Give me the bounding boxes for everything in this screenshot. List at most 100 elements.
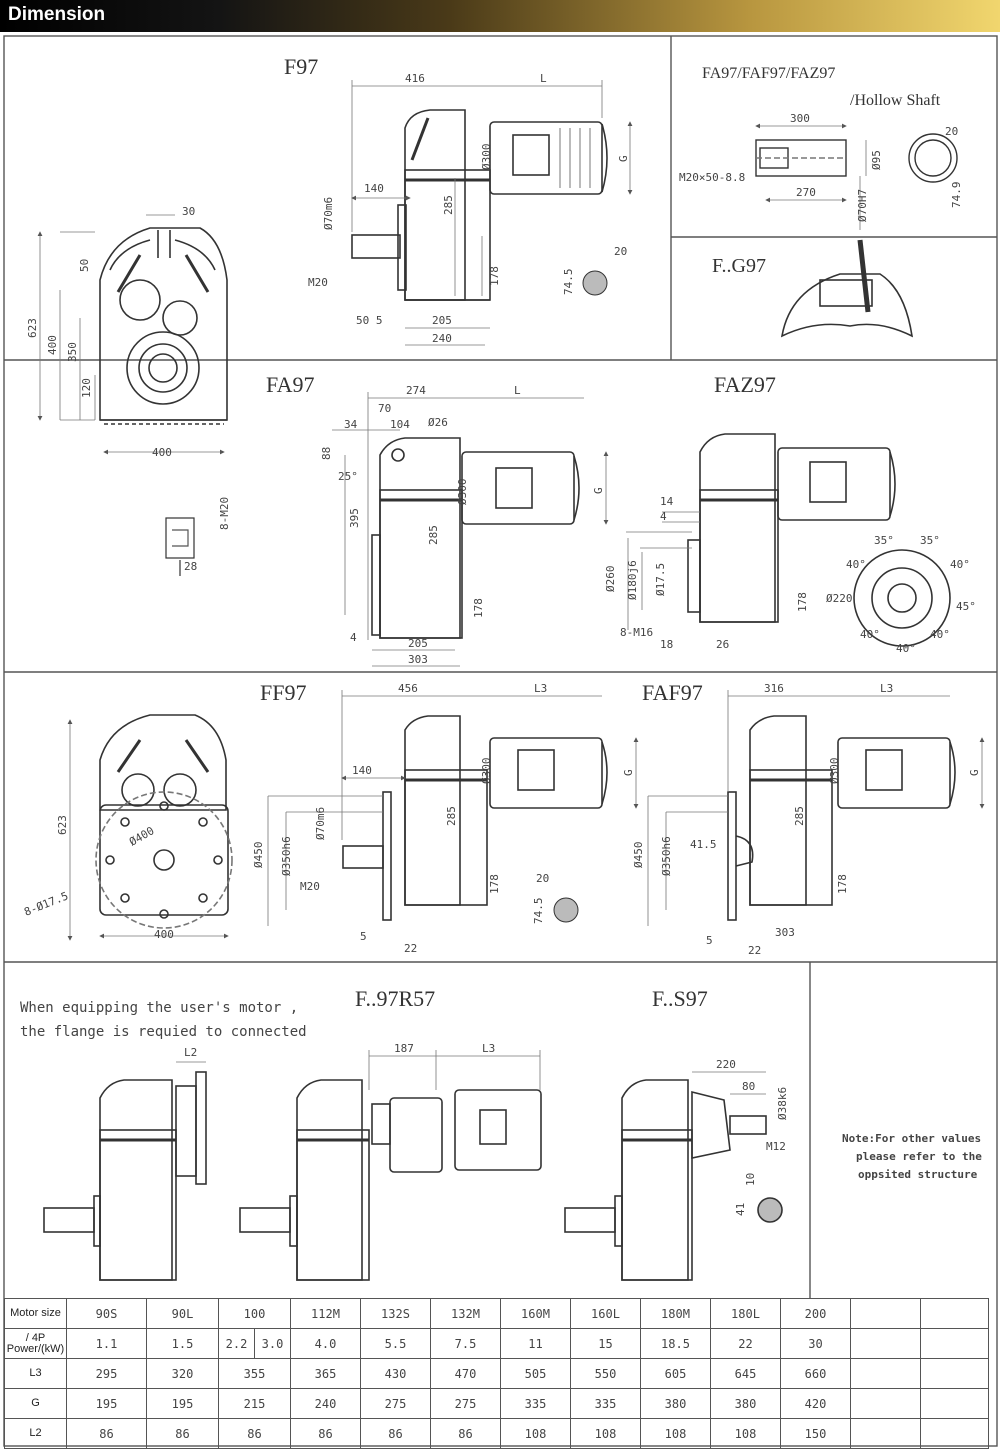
ff97-front-view: 623 Ø400 8-Ø17.5 400 xyxy=(22,714,233,941)
table-cell: 150 xyxy=(780,1418,851,1449)
row-header: Motor size xyxy=(4,1298,67,1329)
table-cell: 335 xyxy=(570,1388,641,1419)
dim-label: Ø400 xyxy=(127,824,156,849)
table-row: L3 295 320 355 365 430 470 505 550 605 6… xyxy=(4,1358,989,1389)
ff97-title: FF97 xyxy=(260,680,306,705)
table-cell: 195 xyxy=(66,1388,147,1419)
dim-label: 8-Ø17.5 xyxy=(22,889,70,918)
table-cell: 355 xyxy=(218,1358,291,1389)
dim-label: Ø350h6 xyxy=(660,836,673,876)
dim-label: Ø300 xyxy=(828,758,841,785)
dim-label: Ø38k6 xyxy=(776,1087,789,1120)
faf97-side-view: FAF97 316 L3 Ø300 G 285 Ø450 Ø350h6 41.5… xyxy=(632,680,985,957)
dim-label: Ø300 xyxy=(480,758,493,785)
dim-label: 88 xyxy=(320,447,333,460)
table-cell: 108 xyxy=(570,1418,641,1449)
table-cell: 4.0 xyxy=(290,1328,361,1359)
table-cell: 132M xyxy=(430,1298,501,1329)
fa97-hollow-shaft: FA97/FAF97/FAZ97 /Hollow Shaft 300 M20×5… xyxy=(679,65,963,230)
dim-label: 25° xyxy=(338,470,358,483)
table-cell: 275 xyxy=(360,1388,431,1419)
note-line: oppsited structure xyxy=(858,1168,978,1181)
table-cell: 100 xyxy=(218,1298,291,1329)
table-cell: 215 xyxy=(218,1388,291,1419)
table-cell: 1.5 xyxy=(146,1328,219,1359)
table-cell: 275 xyxy=(430,1388,501,1419)
dim-label: 40° xyxy=(930,628,950,641)
dim-label: 40° xyxy=(896,642,916,655)
dim-label: 178 xyxy=(472,598,485,618)
dim-label: 303 xyxy=(775,926,795,939)
dim-label: L xyxy=(540,72,547,85)
dim-label: 40° xyxy=(846,558,866,571)
dim-label: 395 xyxy=(348,508,361,528)
dim-label: M12 xyxy=(766,1140,786,1153)
dim-label: M20×50-8.8 xyxy=(679,171,745,184)
dim-label: 178 xyxy=(488,874,501,894)
dim-label: 240 xyxy=(432,332,452,345)
ff97-side-view: FF97 456 L3 Ø300 G 140 Ø70m6 285 Ø450 Ø3… xyxy=(252,680,639,955)
fg97-title: F..G97 xyxy=(712,255,766,277)
dim-label: 8-M20 xyxy=(218,497,231,530)
dim-label: G xyxy=(622,769,635,776)
dim-label: 303 xyxy=(408,653,428,666)
table-cell: 15 xyxy=(570,1328,641,1359)
dim-label: Ø350h6 xyxy=(280,836,293,876)
table-cell: 112M xyxy=(290,1298,361,1329)
dim-label: L3 xyxy=(534,682,547,695)
dim-label: 400 xyxy=(152,446,172,459)
dim-label: 400 xyxy=(154,928,174,941)
table-cell: 240 xyxy=(290,1388,361,1419)
f97-front-view: 30 50 623 400 350 120 400 8-M20 28 xyxy=(26,205,231,576)
dim-label: 285 xyxy=(442,195,455,215)
table-cell: 30 xyxy=(780,1328,851,1359)
table-cell: 86 xyxy=(360,1418,431,1449)
dim-label: 350 xyxy=(66,342,79,362)
table-cell: 380 xyxy=(640,1388,711,1419)
dim-label: L3 xyxy=(482,1042,495,1055)
table-cell: 11 xyxy=(500,1328,571,1359)
dim-label: 40° xyxy=(860,628,880,641)
fr57-title: F..97R57 xyxy=(355,986,435,1011)
dim-label: 5 xyxy=(360,930,367,943)
row-header: L2 xyxy=(4,1418,67,1449)
note-line: please refer to the xyxy=(856,1150,982,1163)
table-row: / 4P Power/(kW) 1.1 1.5 2.2 3.0 4.0 5.5 … xyxy=(4,1328,989,1359)
row-header: G xyxy=(4,1388,67,1419)
dim-label: 400 xyxy=(46,335,59,355)
dim-label: Ø70m6 xyxy=(322,197,335,230)
dim-label: 4 xyxy=(350,631,357,644)
dim-label: 623 xyxy=(26,318,39,338)
fg97-detail: F..G97 xyxy=(712,239,914,338)
dim-label: 14 xyxy=(660,495,674,508)
dim-label: L xyxy=(514,384,521,397)
dim-label: 45° xyxy=(956,600,976,613)
table-cell: 22 xyxy=(710,1328,781,1359)
dim-label: Ø180j6 xyxy=(626,560,639,600)
dim-label: M20 xyxy=(308,276,328,289)
row-header: / 4P Power/(kW) xyxy=(4,1328,67,1359)
table-cell xyxy=(850,1388,921,1419)
row-header: L3 xyxy=(4,1358,67,1389)
table-cell: 108 xyxy=(640,1418,711,1449)
table-cell: 550 xyxy=(570,1358,641,1389)
table-cell xyxy=(850,1358,921,1389)
dim-label: 34 xyxy=(344,418,358,431)
dim-label: 50 xyxy=(78,259,91,272)
table-cell: 645 xyxy=(710,1358,781,1389)
table-cell: 90L xyxy=(146,1298,219,1329)
note-line: When equipping the user's motor , xyxy=(20,1000,298,1016)
dim-label: 416 xyxy=(405,72,425,85)
dim-label: 178 xyxy=(796,592,809,612)
dim-label: 70 xyxy=(378,402,391,415)
table-cell: 2.2 xyxy=(218,1328,255,1359)
dim-label: 28 xyxy=(184,560,197,573)
table-cell: 160M xyxy=(500,1298,571,1329)
dim-label: 30 xyxy=(182,205,195,218)
dim-label: Ø300 xyxy=(480,144,493,171)
tapped-hole-detail xyxy=(165,517,195,576)
dim-label: Ø220 xyxy=(826,592,853,605)
table-cell: 160L xyxy=(570,1298,641,1329)
dim-label: 205 xyxy=(408,637,428,650)
dim-label: L2 xyxy=(184,1046,197,1059)
